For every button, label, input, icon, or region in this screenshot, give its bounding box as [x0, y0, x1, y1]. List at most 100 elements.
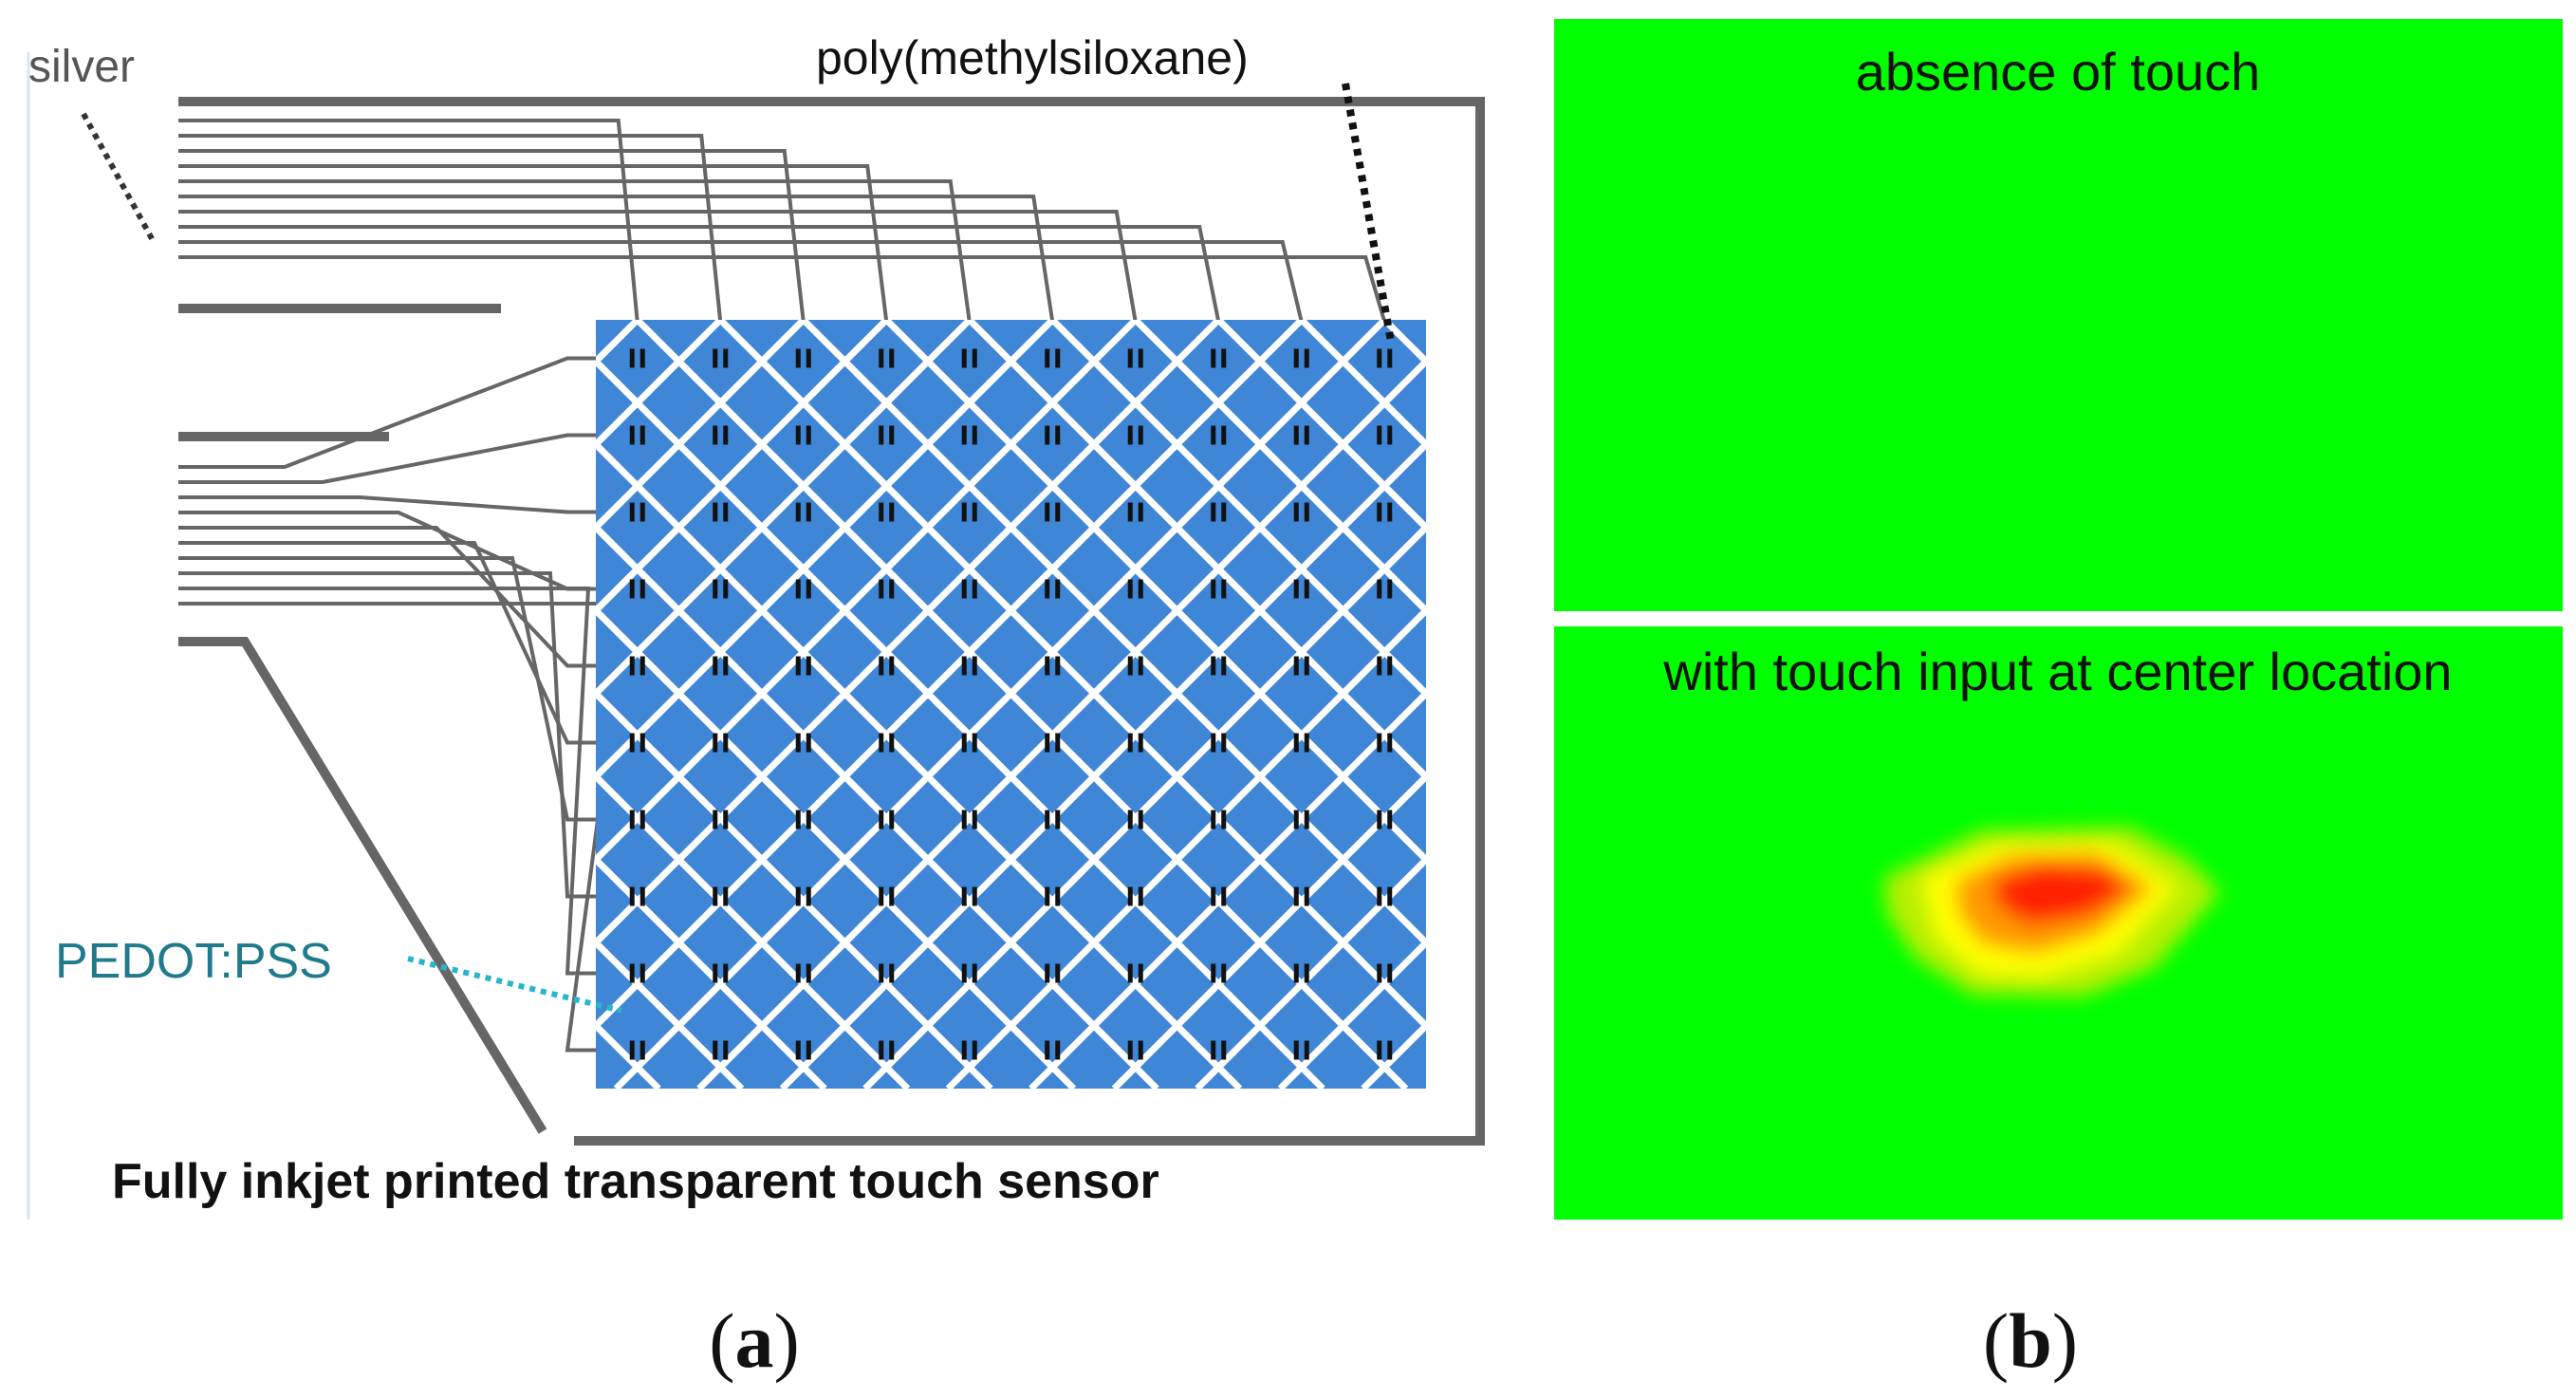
- left-trace: [178, 495, 596, 514]
- via-mark: [972, 502, 977, 522]
- via-mark: [1304, 425, 1309, 445]
- via-mark: [1293, 579, 1299, 599]
- top-trace: [178, 225, 1221, 323]
- via-mark: [1304, 810, 1309, 829]
- via-mark: [795, 963, 801, 983]
- top-trace: [178, 119, 639, 323]
- via-mark: [879, 1040, 884, 1060]
- via-mark: [1221, 1040, 1227, 1060]
- via-mark: [879, 425, 884, 445]
- via-mark: [713, 579, 718, 599]
- via-mark: [1127, 656, 1133, 676]
- pdms-frame: [178, 97, 1485, 1146]
- via-mark: [1211, 502, 1216, 522]
- via-mark: [1293, 1040, 1299, 1060]
- via-mark: [889, 1040, 895, 1060]
- separator-line: [596, 854, 827, 1089]
- via-mark: [1138, 1040, 1143, 1060]
- pedot-label: PEDOT:PSS: [55, 934, 332, 989]
- via-mark: [1293, 425, 1299, 445]
- separator-line: [1029, 688, 1426, 1089]
- electrode-separators: [596, 320, 1426, 1089]
- panel-b-top-title: absence of touch: [1856, 42, 2261, 102]
- via-mark: [1221, 425, 1227, 445]
- via-mark: [972, 656, 977, 676]
- separator-line: [596, 320, 889, 616]
- via-mark: [806, 425, 811, 445]
- panel-a-sublabel-open: (: [709, 1297, 734, 1384]
- silver-leader-line: [81, 112, 157, 244]
- via-mark: [1387, 425, 1393, 445]
- via-mark: [806, 886, 811, 906]
- via-mark: [1387, 963, 1393, 983]
- via-mark: [889, 963, 895, 983]
- panel-a-sublabel-letter: a: [735, 1297, 774, 1384]
- via-mark: [713, 348, 718, 368]
- via-mark: [1045, 733, 1050, 753]
- left-trace: [178, 587, 596, 976]
- via-mark: [1293, 810, 1299, 829]
- via-mark: [1138, 502, 1143, 522]
- via-mark: [1221, 963, 1227, 983]
- via-mark: [1138, 579, 1143, 599]
- via-mark: [1045, 886, 1050, 906]
- left-trace: [178, 511, 596, 591]
- via-mark: [629, 348, 635, 368]
- via-mark: [961, 656, 967, 676]
- left-trace: [178, 556, 596, 822]
- via-mark: [972, 733, 977, 753]
- separator-line: [596, 356, 1325, 1089]
- top-trace: [178, 240, 1304, 323]
- via-mark: [1045, 963, 1050, 983]
- via-mark: [713, 502, 718, 522]
- via-mark: [1055, 579, 1061, 599]
- via-mark: [889, 425, 895, 445]
- via-mark: [972, 963, 977, 983]
- via-mark: [1221, 656, 1227, 676]
- via-mark: [723, 810, 729, 829]
- via-mark: [1045, 579, 1050, 599]
- via-mark: [1127, 886, 1133, 906]
- separator-line: [635, 320, 1409, 1089]
- panel-b-sublabel-close: ): [2052, 1297, 2078, 1384]
- panel-b-sublabel-open: (: [1983, 1297, 2009, 1384]
- separator-line: [883, 320, 1426, 865]
- via-mark: [879, 656, 884, 676]
- via-mark: [1138, 963, 1143, 983]
- via-mark: [1127, 963, 1133, 983]
- via-mark: [795, 733, 801, 753]
- separator-line: [779, 439, 1426, 1089]
- via-mark: [889, 579, 895, 599]
- via-mark: [795, 502, 801, 522]
- separator-line: [1111, 772, 1426, 1089]
- via-mark: [961, 425, 967, 445]
- separator-line: [596, 320, 1221, 948]
- pedot-leader-line: [407, 956, 622, 1014]
- touch-heat-blob: [1883, 828, 2220, 997]
- via-mark: [1211, 348, 1216, 368]
- via-mark: [1377, 579, 1382, 599]
- via-mark: [1055, 810, 1061, 829]
- via-mark: [972, 348, 977, 368]
- via-mark: [1377, 886, 1382, 906]
- via-mark: [629, 502, 635, 522]
- via-mark: [961, 963, 967, 983]
- via-mark: [639, 733, 645, 753]
- via-mark: [961, 1040, 967, 1060]
- via-mark: [1304, 886, 1309, 906]
- via-mark: [1304, 963, 1309, 983]
- left-trace: [178, 433, 596, 484]
- panel-b-sublabel-letter: b: [2009, 1297, 2052, 1384]
- via-mark: [972, 810, 977, 829]
- via-mark: [972, 579, 977, 599]
- via-mark: [1127, 1040, 1133, 1060]
- via-mark: [1138, 425, 1143, 445]
- panel-a-sublabel: (a): [709, 1297, 800, 1384]
- via-mark: [1293, 733, 1299, 753]
- via-mark: [795, 348, 801, 368]
- via-mark: [1045, 425, 1050, 445]
- via-mark: [972, 886, 977, 906]
- via-mark: [629, 425, 635, 445]
- separator-line: [613, 320, 1387, 1089]
